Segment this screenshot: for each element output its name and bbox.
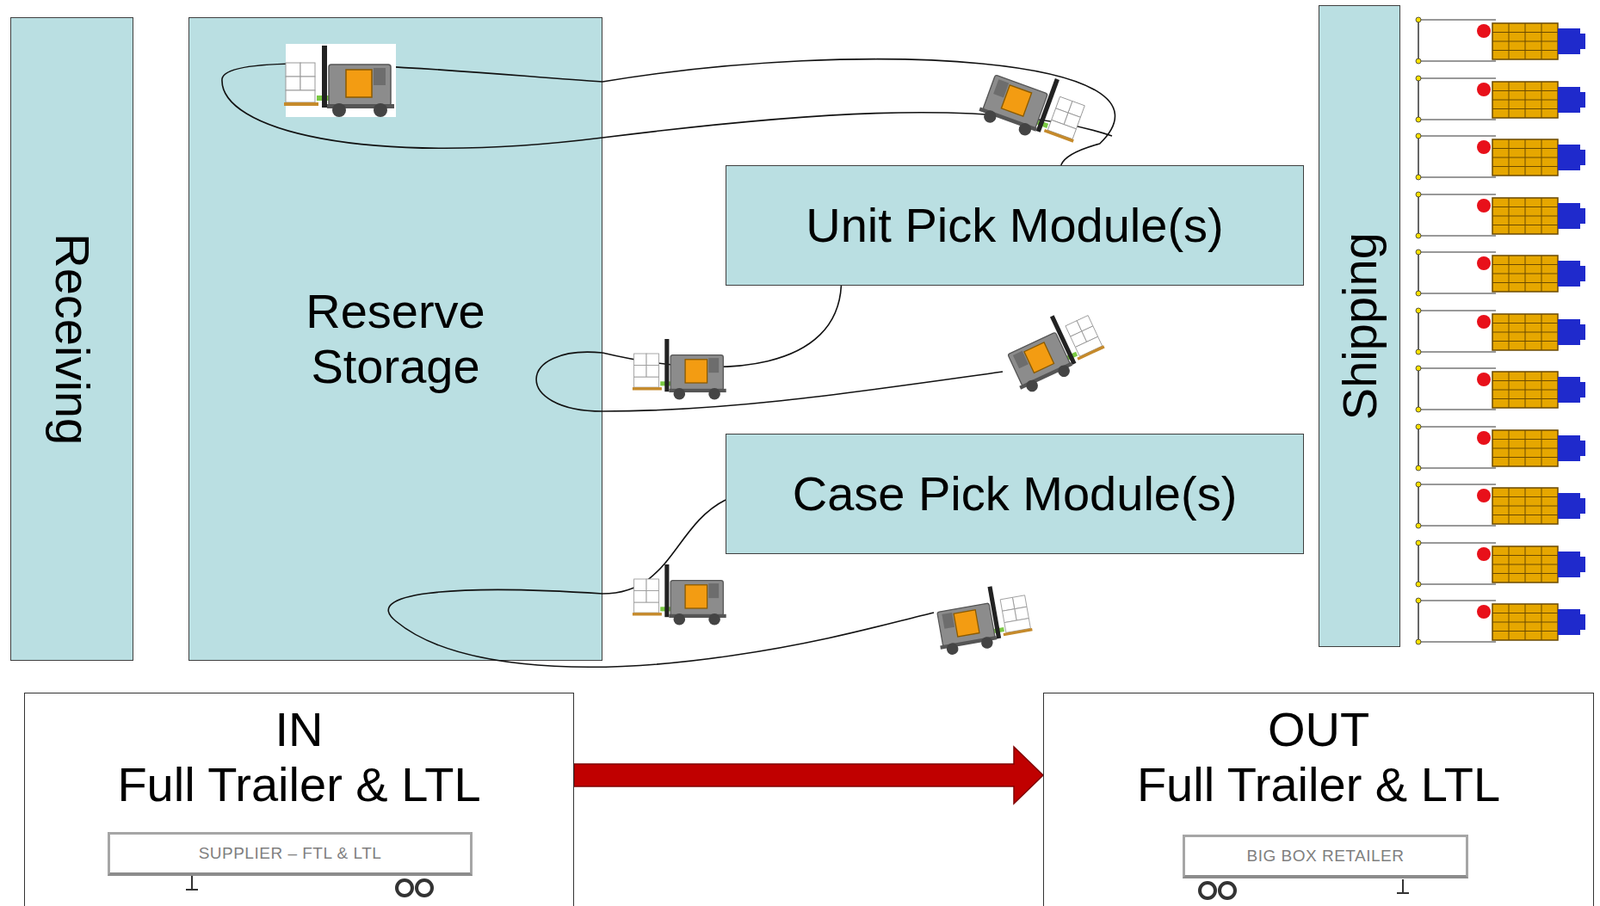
dock-door-truck [1415, 17, 1586, 64]
node-label: Receiving [43, 233, 99, 445]
trailer-box: BIG BOX RETAILER [1182, 834, 1469, 879]
trailer-wheel [416, 880, 433, 896]
dock-door-truck [1415, 598, 1586, 645]
trailer-gear [185, 876, 1409, 899]
route-line [536, 352, 1003, 412]
flow-panel: OUTFull Trailer & LTL BIG BOX RETAILER [1043, 692, 1594, 906]
landing-leg [191, 876, 193, 890]
forklift-icon [931, 580, 1034, 657]
area-band: Receiving [10, 17, 134, 662]
trailer-label: BIG BOX RETAILER [1247, 846, 1405, 866]
trailer-wheel [1199, 883, 1216, 899]
dock-door-truck [1415, 540, 1586, 587]
node-label: Shipping [1331, 232, 1387, 421]
dock-door-truck [1415, 249, 1586, 297]
route-line [602, 500, 726, 594]
route-line [602, 500, 726, 594]
landing-leg [1402, 879, 1404, 894]
forklift-icon [284, 45, 395, 118]
forklift-icon [632, 339, 727, 401]
flow-arrow [574, 747, 1044, 804]
forklift-icon [632, 564, 727, 626]
node-label: Reserve Storage [266, 284, 526, 396]
route-line [388, 589, 934, 668]
dock-door-truck [1415, 133, 1586, 180]
node-label: Case Pick Module(s) [792, 466, 1238, 522]
forklift-icon [976, 57, 1092, 153]
shipping-docks [1415, 17, 1586, 645]
module-box: Case Pick Module(s) [725, 433, 1304, 555]
landing-leg [185, 889, 198, 891]
forklift-icon [998, 301, 1109, 396]
dock-door-truck [1415, 308, 1586, 355]
node-subtitle: Full Trailer & LTL [1136, 757, 1501, 813]
dock-door-truck [1415, 191, 1586, 239]
node-label: OUT [1267, 702, 1370, 758]
node-subtitle: Full Trailer & LTL [117, 757, 481, 813]
flow-panel: INFull Trailer & LTL SUPPLIER – FTL & LTL [24, 692, 575, 906]
route-loops [222, 63, 1112, 668]
trailer-wheel [1219, 883, 1236, 899]
dock-door-truck [1415, 365, 1586, 413]
landing-leg [1396, 892, 1409, 895]
trailer-label: SUPPLIER – FTL & LTL [198, 844, 383, 864]
area-band: Shipping [1318, 5, 1401, 648]
node-label: Unit Pick Module(s) [805, 197, 1224, 254]
module-box: Unit Pick Module(s) [725, 165, 1304, 286]
trailer-wheel [396, 880, 413, 896]
dock-door-truck [1415, 481, 1586, 529]
dock-door-truck [1415, 75, 1586, 123]
flow-arrow [574, 747, 1044, 804]
trailer-box: SUPPLIER – FTL & LTL [107, 832, 473, 877]
dock-door-truck [1415, 424, 1586, 471]
node-label: IN [275, 702, 324, 758]
forklifts [284, 43, 1109, 657]
